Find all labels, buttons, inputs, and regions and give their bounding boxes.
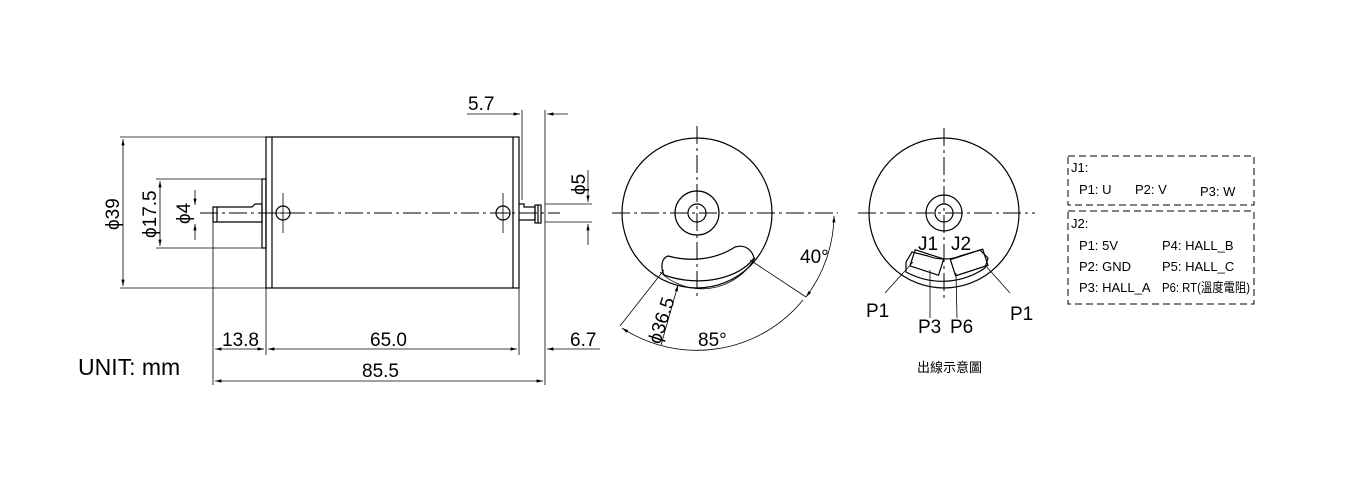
label-j2: J2 — [951, 234, 971, 255]
dim-body-length: 65.0 — [370, 330, 407, 351]
j1-pin: P1: U — [1079, 182, 1112, 197]
dim-shaft-diameter: ϕ4 — [174, 202, 195, 224]
j2-pin: P6: RT(溫度電阻) — [1162, 280, 1250, 295]
rear-shaft — [519, 203, 536, 221]
connector-j1 — [909, 249, 945, 276]
j2-pin: P3: HALL_A — [1079, 280, 1151, 295]
dim-boss-diameter: ϕ17.5 — [140, 190, 161, 238]
dim-rear-length: 6.7 — [570, 330, 596, 351]
label-p1-left: P1 — [866, 301, 889, 322]
pin-table: J1: P1: U P2: V P3: W J2: P1: 5V P4: HAL… — [1067, 155, 1255, 305]
j1-pin: P2: V — [1135, 182, 1167, 197]
dim-rear-gap: 5.7 — [468, 94, 494, 115]
wiring-view: J1 J2 P1 P3 P6 P1 出線示意圖 — [858, 128, 1035, 375]
label-p1-right: P1 — [1010, 304, 1033, 325]
j1-pin: P3: W — [1200, 184, 1236, 199]
label-j1: J1 — [918, 234, 938, 255]
j2-pin: P1: 5V — [1079, 238, 1118, 253]
dim-angle-85: 85° — [698, 330, 727, 351]
cable-slot — [661, 245, 755, 282]
j2-pin: P4: HALL_B — [1162, 238, 1234, 253]
dim-angle-40: 40° — [800, 247, 829, 268]
label-p3: P3 — [918, 317, 941, 338]
rear-view: 40° 85° ϕ36.5 — [612, 126, 838, 351]
j1-title: J1: — [1071, 160, 1088, 175]
label-p6: P6 — [950, 317, 973, 338]
dim-total-length: 85.5 — [362, 361, 399, 382]
dim-body-diameter: ϕ39 — [103, 198, 124, 230]
side-view: 5.7 ϕ39 ϕ17.5 ϕ4 ϕ5 13.8 65.0 6.7 85.5 U… — [78, 94, 600, 385]
j2-title: J2: — [1071, 216, 1088, 231]
dim-rear-shaft-diameter: ϕ5 — [569, 174, 590, 195]
wiring-caption: 出線示意圖 — [917, 360, 982, 375]
unit-label: UNIT: mm — [78, 354, 180, 380]
j2-pin: P2: GND — [1079, 259, 1131, 274]
connector-j2 — [949, 248, 989, 277]
j2-pin: P5: HALL_C — [1162, 259, 1234, 274]
dim-front-shaft-length: 13.8 — [222, 330, 259, 351]
connector-outline — [905, 249, 989, 282]
dim-slot-diameter: ϕ36.5 — [645, 295, 680, 347]
